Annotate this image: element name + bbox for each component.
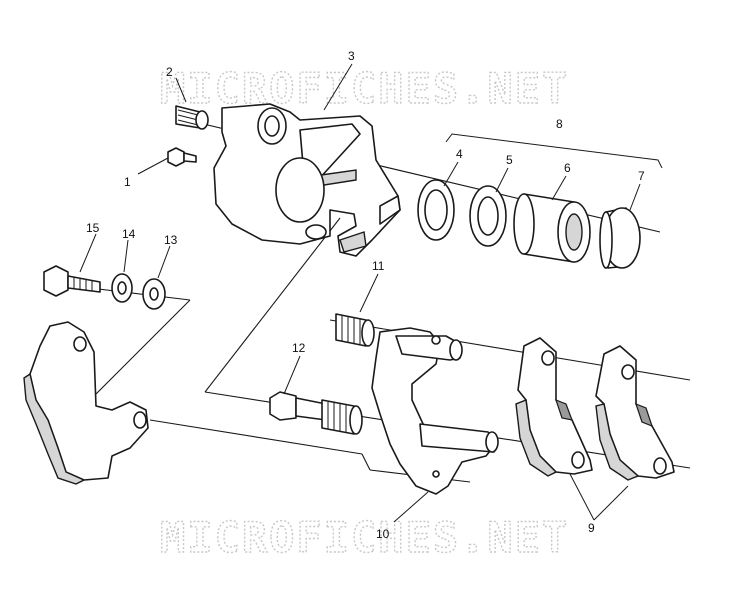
lock-washer	[111, 273, 133, 303]
callout-11: 11	[372, 259, 385, 273]
dust-seal	[469, 185, 507, 247]
callout-15: 15	[86, 221, 100, 235]
callout-9: 9	[588, 521, 595, 535]
callout-14: 14	[122, 227, 136, 241]
brake-pad-inner	[515, 337, 593, 477]
brake-pad-outer	[595, 345, 675, 481]
callout-1: 1	[124, 175, 131, 189]
slide-pin	[269, 391, 363, 435]
callout-3: 3	[348, 49, 355, 63]
bleeder-screw	[175, 105, 209, 130]
group-bracket-8	[445, 133, 663, 169]
callout-4: 4	[456, 147, 463, 161]
piston-cap	[599, 207, 641, 269]
callout-2: 2	[166, 65, 173, 79]
callout-8: 8	[556, 117, 563, 131]
fork-mounting-bracket	[23, 321, 149, 485]
callout-5: 5	[506, 153, 513, 167]
callout-13: 13	[164, 233, 178, 247]
watermark-bottom: MICROFICHES.NET	[160, 513, 569, 562]
callout-7: 7	[638, 169, 645, 183]
callout-10: 10	[376, 527, 390, 541]
callout-numbers: 2 1 3 8 4 5 6 7 15 14 13 11 12 10 9	[86, 49, 645, 541]
small-bolt	[167, 147, 197, 167]
callout-12: 12	[292, 341, 306, 355]
flat-washer	[142, 278, 166, 310]
caliper-piston	[513, 193, 591, 263]
pin-boot-upper	[335, 313, 375, 347]
piston-seal	[417, 179, 455, 241]
caliper-body	[213, 103, 401, 257]
mounting-bolt	[43, 265, 101, 297]
watermark-top: MICROFICHES.NET	[160, 64, 569, 113]
caliper-support-bracket	[371, 327, 499, 495]
callout-6: 6	[564, 161, 571, 175]
callout-leaders	[79, 63, 641, 523]
